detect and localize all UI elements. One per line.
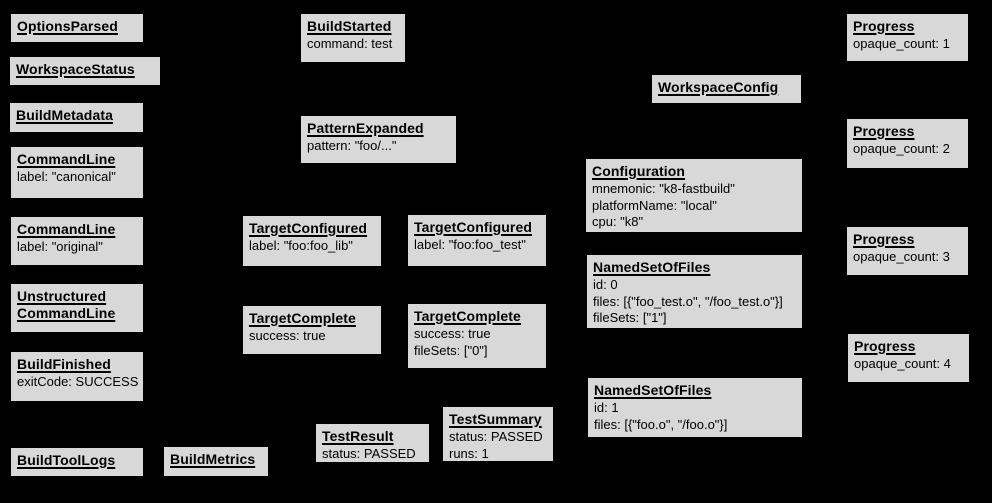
- node-detail-line: id: 0: [593, 277, 618, 293]
- node-detail-line: label: "foo:foo_lib": [249, 238, 353, 254]
- node-detail-line: mnemonic: "k8-fastbuild": [592, 181, 735, 197]
- node-detail-line: id: 1: [594, 400, 619, 416]
- node-detail-line: opaque_count: 2: [853, 141, 950, 157]
- node-detail-line: fileSets: ["0"]: [414, 342, 488, 358]
- node-build-finished: BuildFinished exitCode: SUCCESS: [10, 351, 144, 402]
- node-build-started: BuildStarted command: test: [300, 13, 406, 63]
- node-title: BuildStarted: [307, 18, 392, 34]
- node-title: WorkspaceConfig: [658, 79, 779, 95]
- node-pattern-expanded: PatternExpanded pattern: "foo/...": [300, 115, 457, 164]
- node-title: WorkspaceStatus: [16, 61, 135, 77]
- node-detail-line: success: true: [414, 326, 491, 342]
- node-title: Progress: [853, 231, 915, 247]
- node-progress-1: Progress opaque_count: 1: [846, 13, 969, 62]
- node-title: TargetComplete: [414, 308, 521, 324]
- node-title: OptionsParsed: [17, 18, 118, 34]
- node-detail-line: platformName: "local": [592, 197, 717, 213]
- node-target-complete-foo-lib: TargetComplete success: true: [242, 305, 382, 355]
- node-title: BuildFinished: [17, 356, 111, 372]
- node-options-parsed: OptionsParsed: [10, 13, 144, 43]
- node-unstructured-command-line: Unstructured CommandLine: [10, 283, 144, 333]
- node-title: TargetConfigured: [249, 220, 368, 236]
- node-detail-line: command: test: [307, 36, 393, 52]
- node-detail-line: status: PASSED: [449, 429, 543, 445]
- node-command-line-original: CommandLine label: "original": [10, 216, 144, 266]
- node-progress-2: Progress opaque_count: 2: [846, 118, 969, 169]
- node-detail-line: status: PASSED: [322, 446, 416, 462]
- node-detail-line: pattern: "foo/...": [307, 138, 397, 154]
- node-build-tool-logs: BuildToolLogs: [10, 447, 144, 477]
- node-workspace-status: WorkspaceStatus: [9, 56, 161, 86]
- node-detail-line: opaque_count: 3: [853, 249, 950, 265]
- node-title: TestSummary: [449, 411, 542, 427]
- node-detail-line: success: true: [249, 328, 326, 344]
- node-title: TargetConfigured: [414, 219, 533, 235]
- node-detail-line: files: [{"foo_test.o", "/foo_test.o"}]: [593, 293, 783, 309]
- node-workspace-config: WorkspaceConfig: [651, 74, 802, 104]
- node-progress-3: Progress opaque_count: 3: [846, 226, 969, 276]
- node-detail-line: cpu: "k8": [592, 214, 644, 230]
- node-title: Progress: [853, 123, 915, 139]
- node-title: Configuration: [592, 163, 686, 179]
- node-progress-4: Progress opaque_count: 4: [847, 333, 970, 383]
- node-detail-line: label: "foo:foo_test": [414, 237, 526, 253]
- node-detail-line: label: "original": [17, 239, 103, 255]
- node-test-result: TestResult status: PASSED: [315, 423, 430, 463]
- node-target-configured-foo-test: TargetConfigured label: "foo:foo_test": [407, 214, 547, 267]
- node-detail-line: opaque_count: 1: [853, 36, 950, 52]
- node-detail-line: fileSets: ["1"]: [593, 310, 667, 326]
- node-command-line-canonical: CommandLine label: "canonical": [10, 146, 144, 199]
- node-detail-line: files: [{"foo.o", "/foo.o"}]: [594, 416, 728, 432]
- node-title: CommandLine: [17, 221, 116, 237]
- node-title: PatternExpanded: [307, 120, 424, 136]
- node-build-metadata: BuildMetadata: [9, 102, 144, 133]
- node-title: Progress: [854, 338, 916, 354]
- node-detail-line: exitCode: SUCCESS: [17, 374, 139, 390]
- node-title: BuildToolLogs: [17, 452, 116, 468]
- node-detail-line: label: "canonical": [17, 169, 116, 185]
- node-title: Progress: [853, 18, 915, 34]
- node-detail-line: opaque_count: 4: [854, 356, 951, 372]
- node-title: CommandLine: [17, 151, 116, 167]
- node-title: BuildMetrics: [170, 451, 256, 467]
- node-title: TestResult: [322, 428, 394, 444]
- node-build-metrics: BuildMetrics: [163, 446, 269, 477]
- node-title: Unstructured CommandLine: [17, 288, 116, 322]
- node-target-configured-foo-lib: TargetConfigured label: "foo:foo_lib": [242, 215, 382, 267]
- node-title: TargetComplete: [249, 310, 356, 326]
- node-configuration: Configuration mnemonic: "k8-fastbuild"pla…: [585, 158, 803, 233]
- node-title: NamedSetOfFiles: [593, 259, 711, 275]
- node-title: NamedSetOfFiles: [594, 382, 712, 398]
- node-title: BuildMetadata: [16, 107, 113, 123]
- node-detail-line: runs: 1: [449, 445, 489, 461]
